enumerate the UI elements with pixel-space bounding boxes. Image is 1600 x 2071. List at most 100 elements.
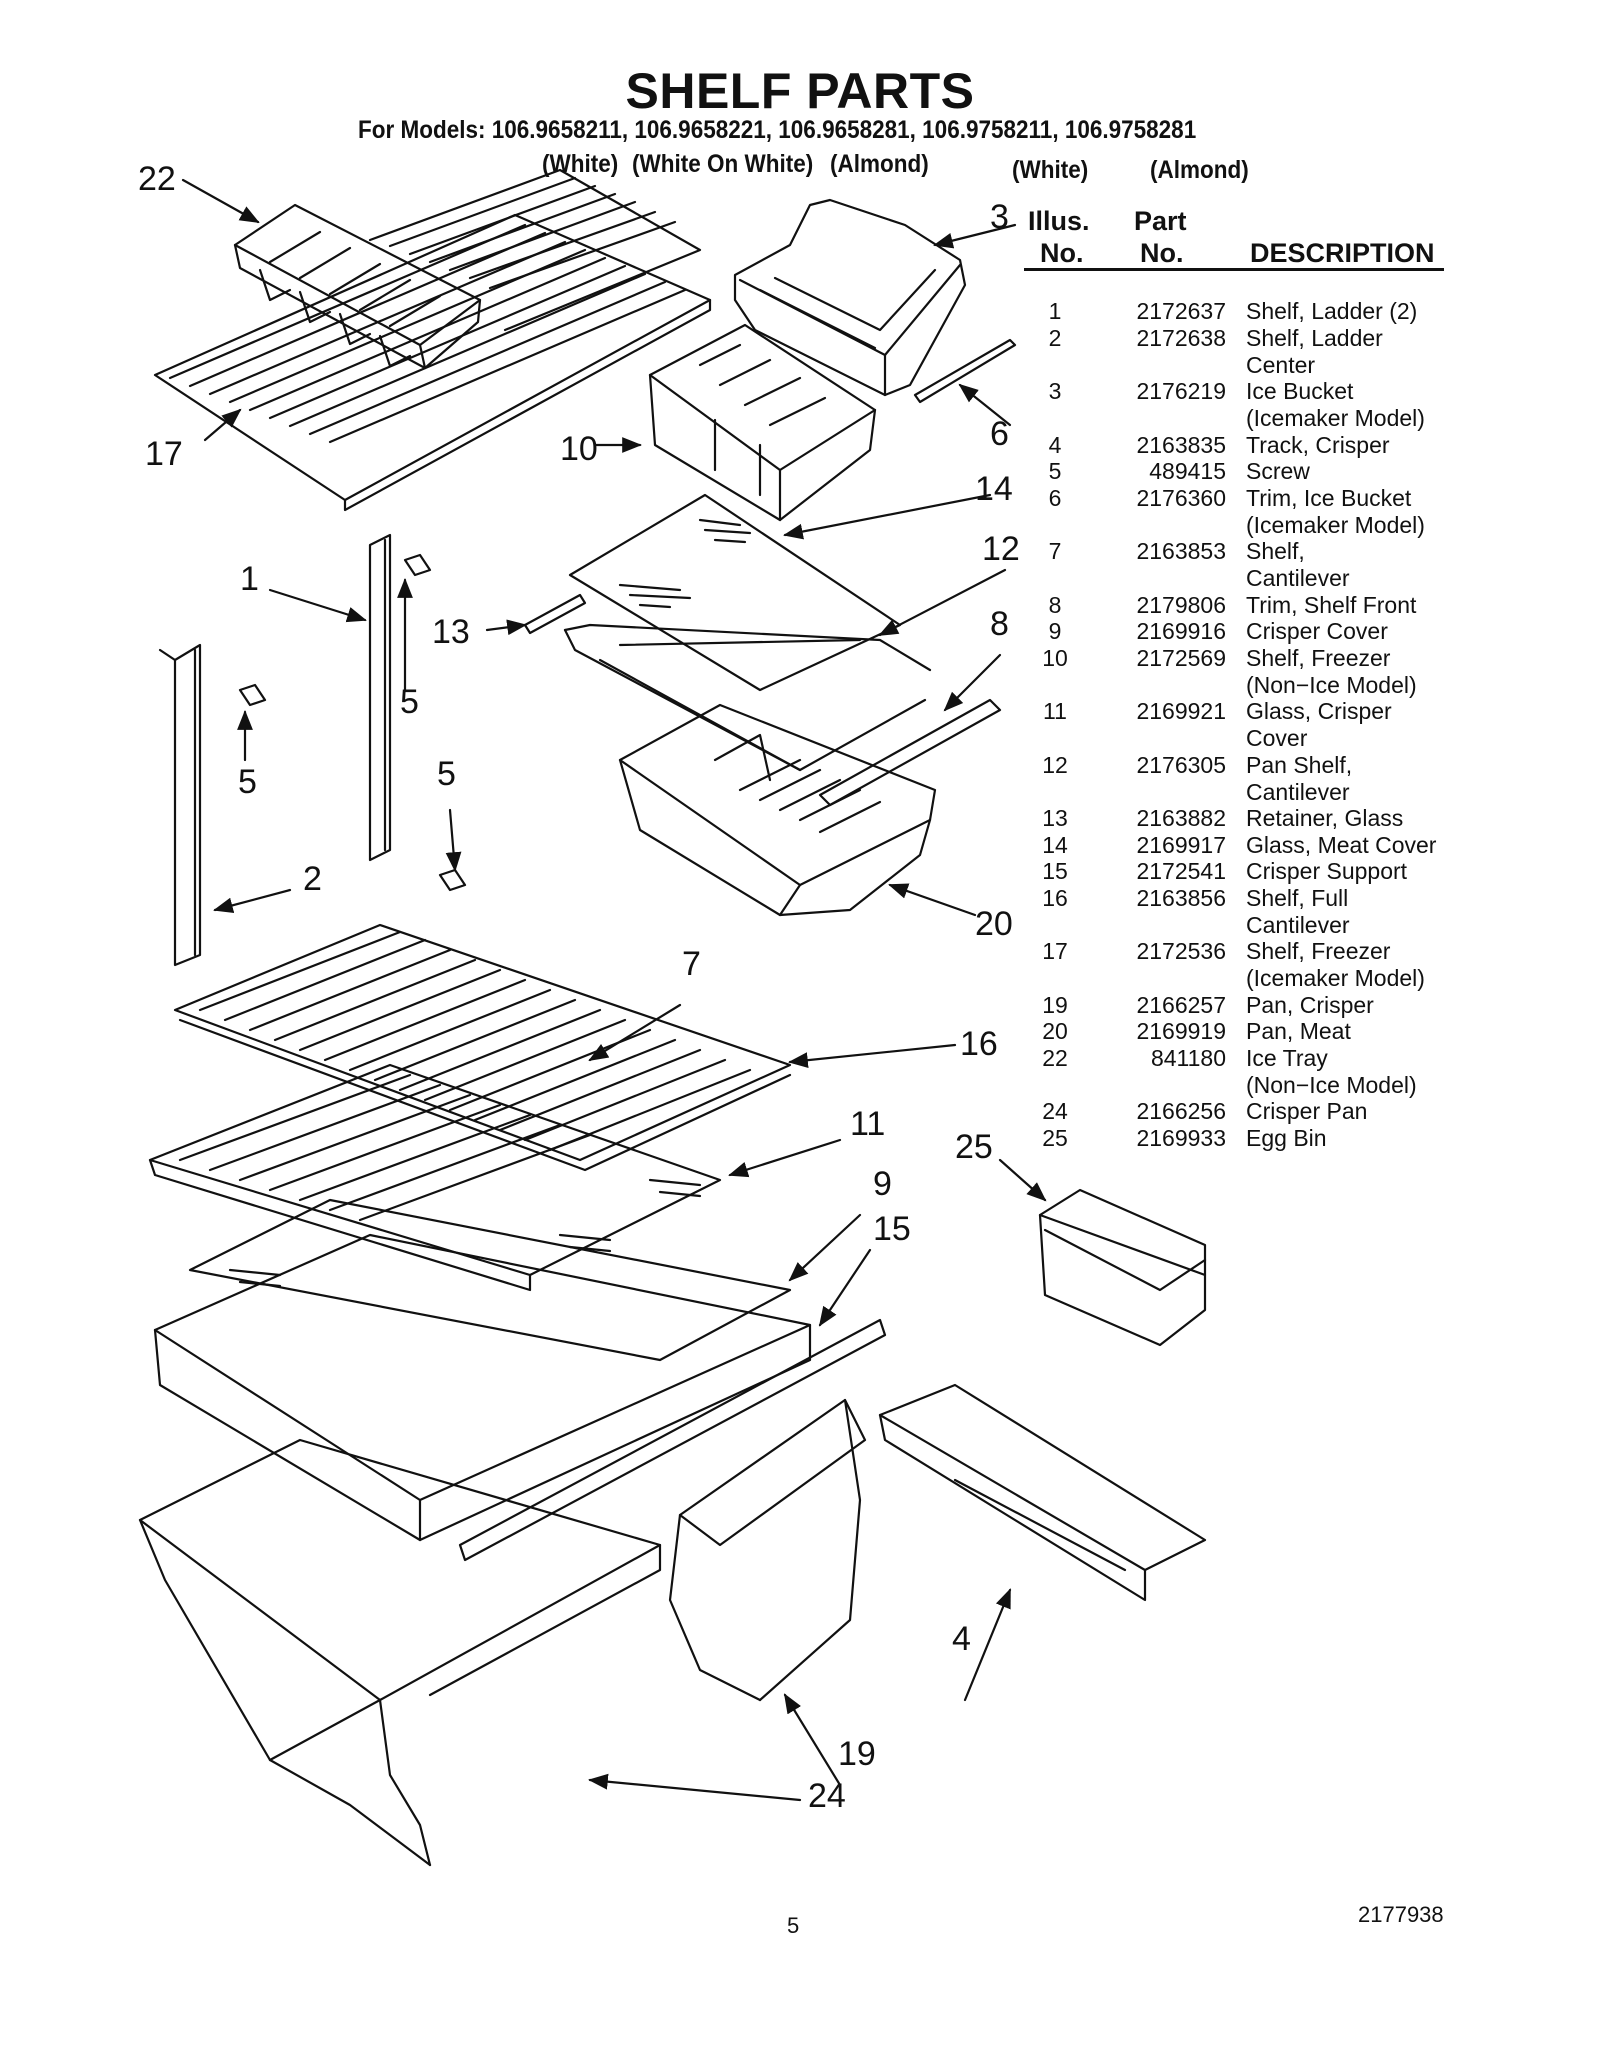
crisper-cover-glass-part [188,1178,792,1362]
illus-number: 22 [1042,1045,1068,1071]
callout-14: 14 [975,470,1013,508]
part-description: Trim, Shelf Front [1246,592,1417,618]
part-description: Shelf, Ladder Center [1246,325,1383,378]
callout-4: 4 [952,1620,971,1658]
callout-8: 8 [990,605,1009,643]
illus-number: 5 [1048,458,1062,484]
callout-9: 9 [873,1165,892,1203]
part-number: 841180 [1150,1045,1226,1071]
callout-13: 13 [432,613,470,651]
callout-20: 20 [975,905,1013,943]
crisper-pan-right-part [668,1398,867,1702]
freezer-shelf-body-part [648,323,877,522]
variant-almond: (Almond) [830,150,929,178]
part-description: Ice Tray (Non−Ice Model) [1246,1045,1417,1098]
shelf-front-trim-part [818,698,1002,807]
part-description: Track, Crisper [1246,432,1390,458]
illus-number: 24 [1042,1098,1068,1124]
illus-number: 1 [1048,298,1062,324]
callout-15: 15 [873,1210,911,1248]
callout-10: 10 [560,430,598,468]
part-number: 2169917 [1136,832,1226,858]
part-description: Trim, Ice Bucket (Icemaker Model) [1246,485,1425,538]
part-number: 2163835 [1136,432,1226,458]
document-number: 2177938 [1358,1902,1444,1927]
part-number: 2169921 [1136,698,1226,724]
callout-5-upper: 5 [400,683,419,721]
part-description: Shelf, Ladder (2) [1246,298,1418,324]
part-description: Shelf, Freezer (Non−Ice Model) [1246,645,1417,698]
illus-number: 25 [1042,1125,1068,1151]
shelf-ladder-center-part [368,533,392,862]
callout-5-left: 5 [238,763,257,801]
part-description: Retainer, Glass [1246,805,1404,831]
part-number: 2176360 [1136,485,1226,511]
header-rule [1024,268,1444,271]
part-description: Glass, Meat Cover [1246,832,1437,858]
callout-22: 22 [138,160,176,198]
header-part: Part [1134,206,1187,236]
callout-1: 1 [240,560,259,598]
part-number: 2163856 [1136,885,1226,911]
callout-19: 19 [838,1735,876,1773]
callout-17: 17 [145,435,183,473]
callout-16: 16 [960,1025,998,1063]
header-part-no: No. [1140,238,1184,268]
part-number: 2163882 [1136,805,1226,831]
part-number: 2172541 [1136,858,1226,884]
part-number: 2166257 [1136,992,1226,1018]
part-number: 2172569 [1136,645,1226,671]
leader-arrows [181,178,1047,1802]
callout-7: 7 [682,945,701,983]
part-number: 2176219 [1136,378,1226,404]
callout-11: 11 [850,1105,886,1143]
illus-number: 9 [1048,618,1062,644]
shelf-ladder-part [158,643,202,967]
part-number: 2179806 [1136,592,1226,618]
illus-number: 19 [1042,992,1068,1018]
ice-bucket-part [733,198,967,397]
crisper-cover-part [153,1233,812,1542]
screw-part [238,553,467,892]
part-description: Shelf, Freezer (Icemaker Model) [1246,938,1425,991]
part-description: Egg Bin [1246,1125,1327,1151]
meat-cover-glass-part [568,493,902,692]
part-number: 2172536 [1136,938,1226,964]
part-description: Pan, Meat [1246,1018,1351,1044]
illus-number: 6 [1048,485,1062,511]
part-number: 2169916 [1136,618,1226,644]
callout-25: 25 [955,1128,993,1166]
part-number: 2172638 [1136,325,1226,351]
illus-number: 7 [1048,538,1062,564]
illus-number: 15 [1042,858,1068,884]
part-number: 2166256 [1136,1098,1226,1124]
illus-number: 4 [1048,432,1062,458]
part-description: Screw [1246,458,1310,484]
callout-24: 24 [808,1777,846,1815]
part-number: 2163853 [1136,538,1226,564]
callout-5-lower: 5 [437,755,456,793]
part-description: Pan Shelf, Cantilever [1246,752,1353,805]
illus-number: 17 [1042,938,1068,964]
callout-6: 6 [990,415,1009,453]
illus-number: 10 [1042,645,1068,671]
variant-white-on-white: (White On White) [632,150,814,178]
part-description: Pan, Crisper [1246,992,1374,1018]
illus-number: 3 [1048,378,1062,404]
part-description: Glass, Crisper Cover [1246,698,1392,751]
meat-pan-part [618,703,937,917]
illus-number: 16 [1042,885,1068,911]
variant-white: (White) [542,150,619,178]
part-description: Shelf, Cantilever [1246,538,1350,591]
pan-shelf-cantilever-part [563,623,932,772]
page-title: SHELF PARTS [625,63,975,119]
crisper-support-part [458,1318,887,1562]
illus-number: 2 [1048,325,1062,351]
callout-12: 12 [982,530,1020,568]
illus-number: 14 [1042,832,1068,858]
part-number: 489415 [1149,458,1226,484]
callout-3: 3 [990,198,1009,236]
illus-number: 20 [1042,1018,1068,1044]
illus-number: 12 [1042,752,1068,778]
